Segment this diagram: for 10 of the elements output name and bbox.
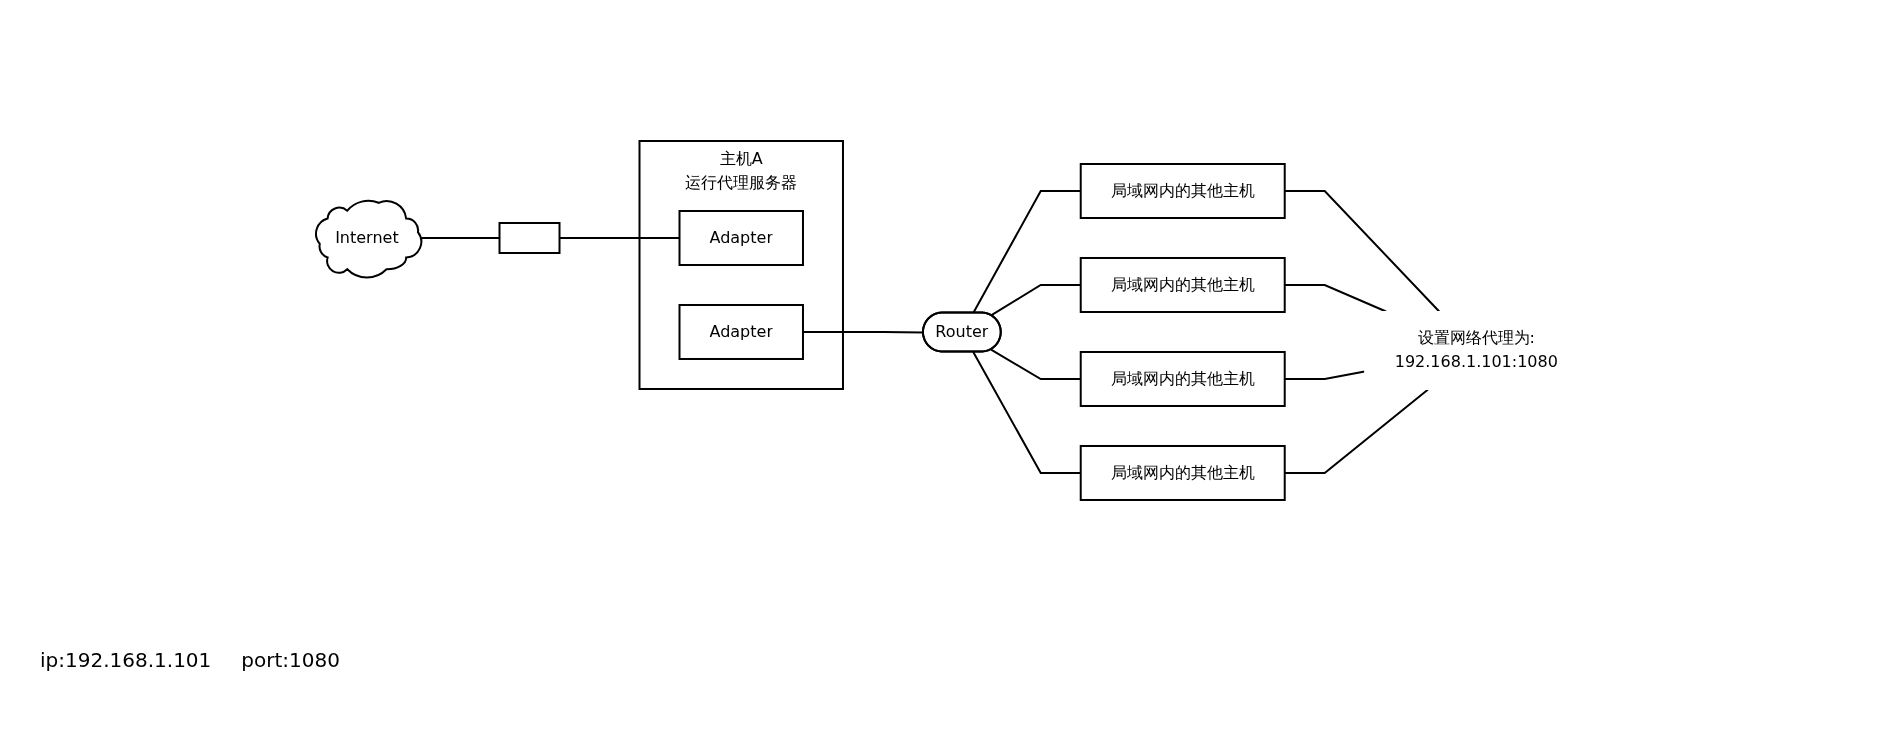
node-box: 局域网内的其他主机 — [1079, 444, 1286, 501]
node-box: 局域网内的其他主机 — [1079, 256, 1286, 313]
node-text: 设置网络代理为: 192.168.1.101:1080 — [1394, 327, 1558, 371]
node-box: 局域网内的其他主机 — [1079, 350, 1286, 407]
node-note: port:1080 — [241, 648, 340, 672]
node-box: Adapter — [678, 303, 805, 360]
node-box: Adapter — [678, 209, 805, 266]
node-note: ip:192.168.1.101 — [40, 648, 212, 672]
node-box — [498, 221, 561, 254]
node-box: 局域网内的其他主机 — [1079, 162, 1286, 219]
